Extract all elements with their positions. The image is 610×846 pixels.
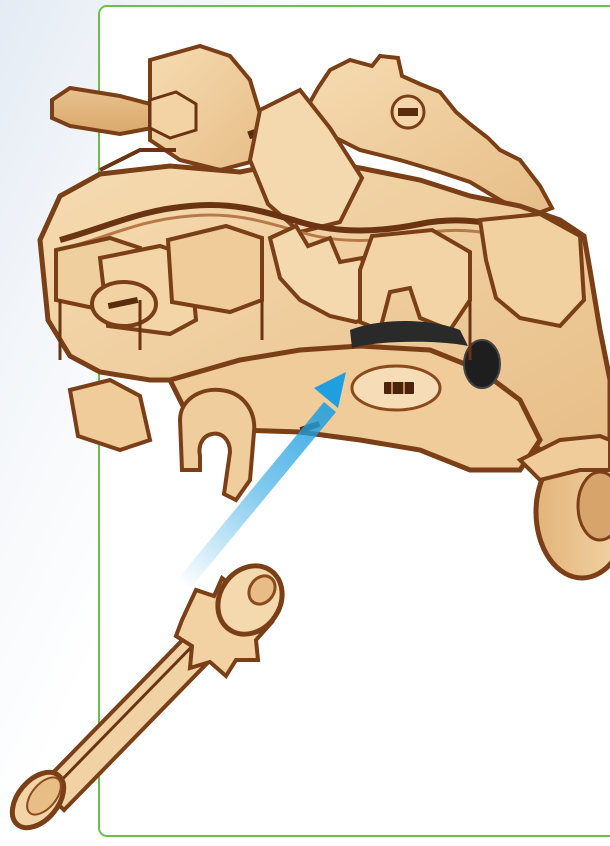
wooden-axle-part <box>2 553 295 837</box>
wooden-mechanism-assembly <box>40 46 610 578</box>
